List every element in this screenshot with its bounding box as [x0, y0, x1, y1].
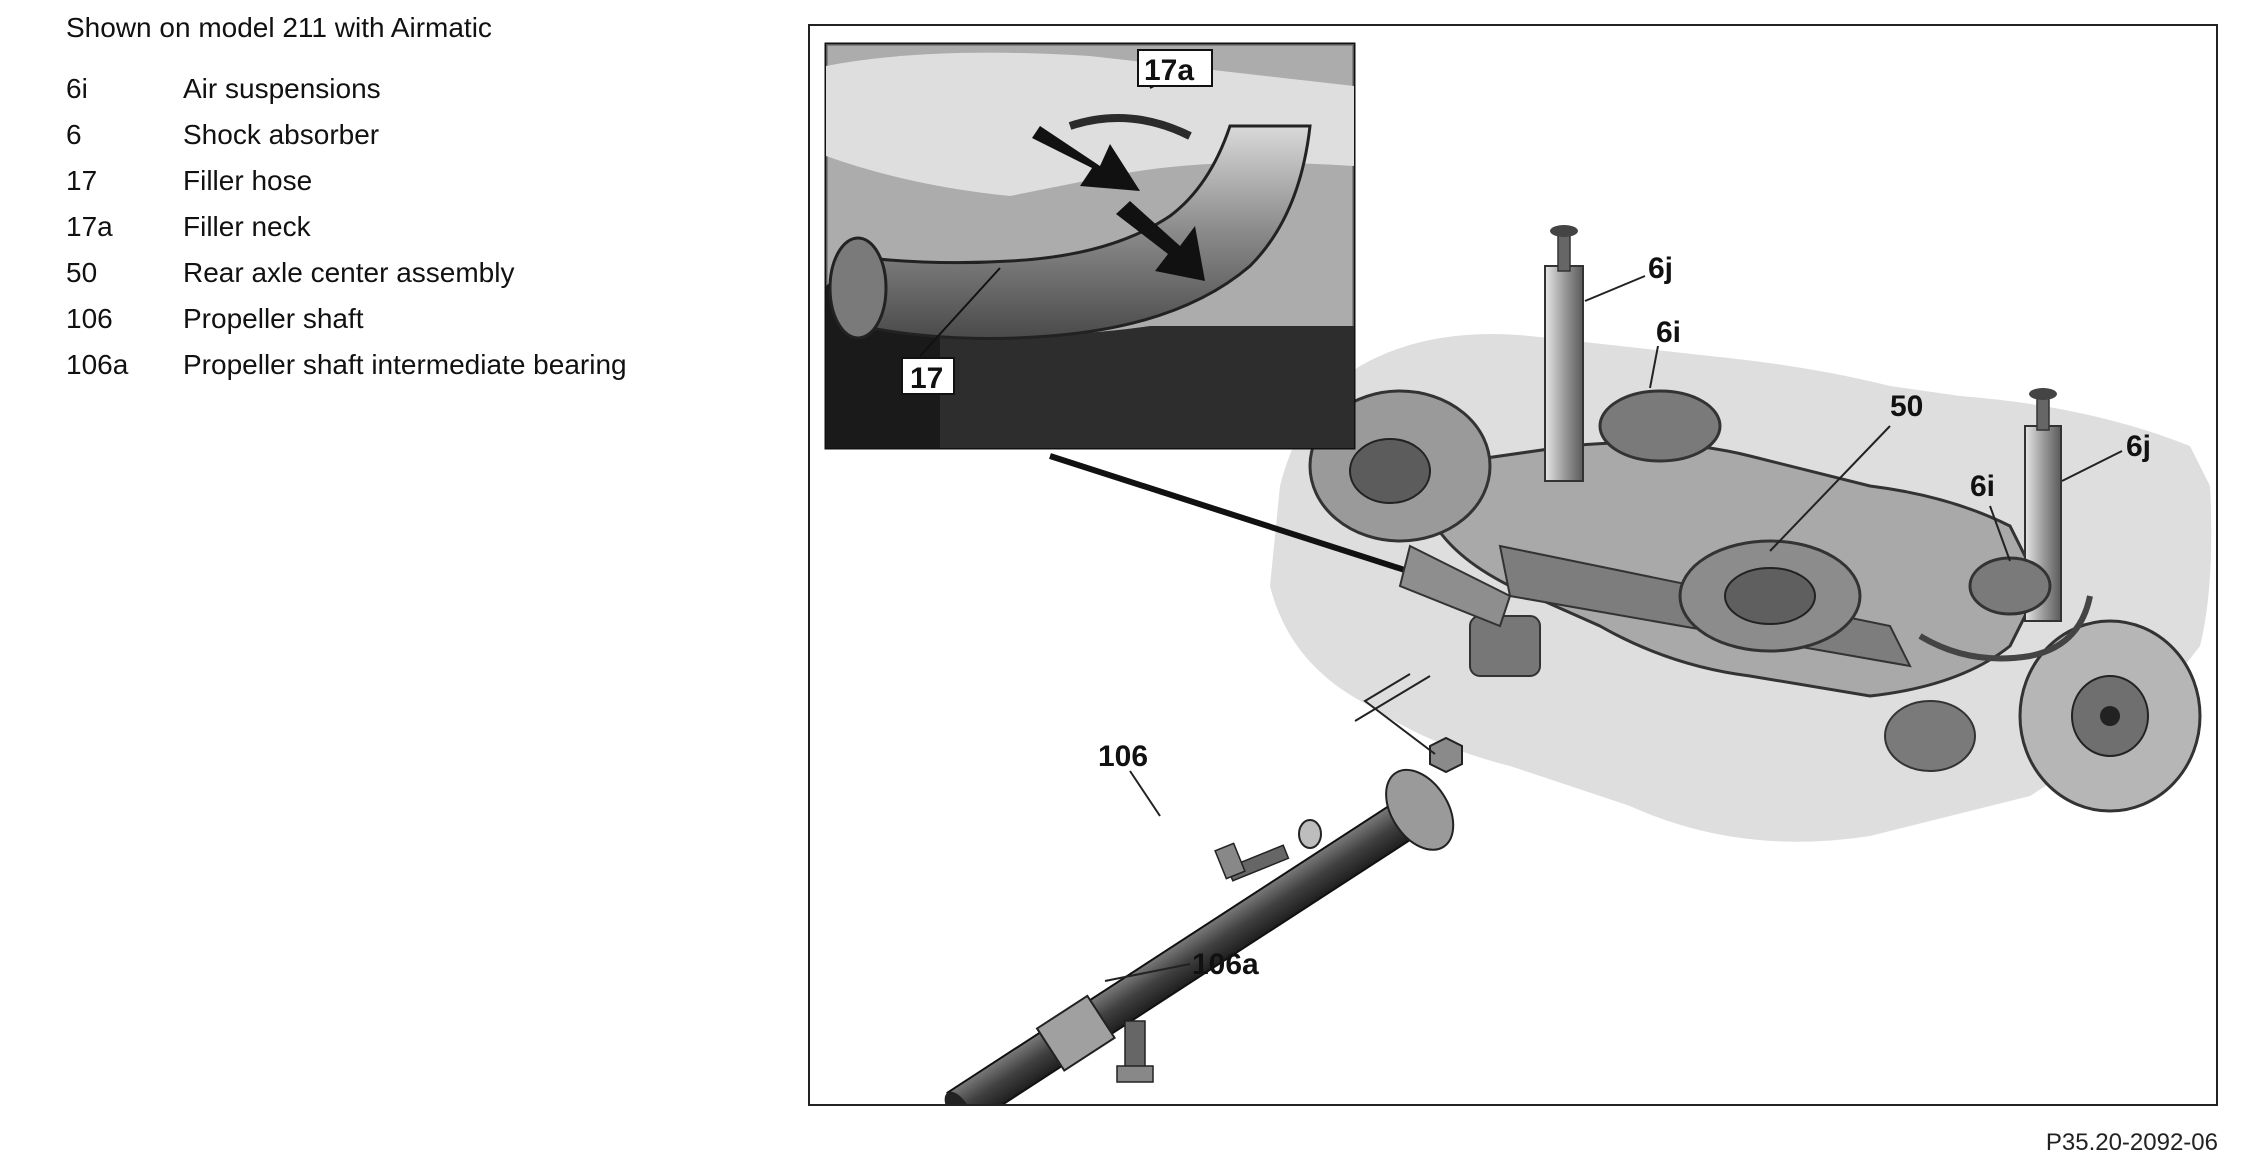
legend-item: 17a Filler neck: [66, 204, 766, 250]
filler-hose-clamp: [828, 236, 888, 340]
legend-item-description: Air suspensions: [183, 73, 381, 104]
legend-item-code: 6: [66, 119, 82, 150]
legend-title: Shown on model 211 with Airmatic: [66, 12, 492, 43]
legend-item: 106 Propeller shaft: [66, 296, 766, 342]
legend-item-description: Filler neck: [183, 211, 311, 242]
propeller-shaft: [944, 768, 1455, 1104]
leader-line: [1104, 963, 1191, 982]
callout-17: 17: [910, 362, 943, 395]
differential-cover: [1724, 567, 1816, 625]
filler-hose: [848, 124, 1312, 340]
leader-line: [2061, 450, 2123, 482]
flange-bolt: [1214, 842, 1290, 882]
legend-item-description: Shock absorber: [183, 119, 380, 150]
legend-item-code: 6i: [66, 73, 88, 104]
inset-connector-line: [1049, 453, 1471, 594]
right-shock-top-mount: [2029, 388, 2057, 400]
right-hub-nut: [2100, 706, 2120, 726]
callout-106: 106: [1098, 740, 1148, 773]
flange-nut: [1429, 736, 1463, 774]
callout-17a: 17a: [1144, 54, 1194, 87]
legend-item: 6 Shock absorber: [66, 112, 766, 158]
flange-washer: [1298, 819, 1322, 849]
legend-item-description: Propeller shaft: [183, 303, 364, 334]
legend-item-code: 50: [66, 257, 98, 288]
legend-item: 106a Propeller shaft intermediate bearin…: [66, 342, 766, 388]
callout-box: [901, 357, 955, 395]
arrow-icon: [1032, 126, 1140, 191]
legend-item: 17 Filler hose: [66, 158, 766, 204]
callout-6j-right: 6j: [2126, 430, 2151, 463]
legend-item-code: 106: [66, 303, 113, 334]
intermediate-bearing: [1035, 994, 1116, 1072]
legend: Shown on model 211 with Airmatic 6i Air …: [66, 8, 766, 388]
legend-item-description: Propeller shaft intermediate bearing: [183, 349, 627, 380]
propeller-flange: [1385, 768, 1455, 851]
left-hub-center: [1349, 438, 1431, 504]
legend-item-code: 106a: [66, 349, 129, 380]
leader-line: [1649, 345, 1659, 389]
inset-shadow-area: [826, 326, 1354, 448]
leader-line: [1129, 770, 1161, 817]
right-lower-bushing: [1884, 700, 1976, 772]
bearing-bolt: [1116, 1020, 1154, 1083]
figure-id: P35.20-2092-06: [2045, 1129, 2218, 1156]
legend-item-description: Rear axle center assembly: [183, 257, 515, 288]
legend-item: 6i Air suspensions: [66, 66, 766, 112]
callout-50: 50: [1890, 390, 1923, 423]
left-shock-strut: [1544, 265, 1584, 482]
callout-6i-right: 6i: [1970, 470, 1995, 503]
legend-item: 50 Rear axle center assembly: [66, 250, 766, 296]
legend-item-description: Filler hose: [183, 165, 313, 196]
air-line: [1918, 595, 2093, 662]
callout-6j-left: 6j: [1648, 252, 1673, 285]
leader-line: [1989, 505, 2011, 562]
technical-illustration: 17a 17 6j 6i 50 6j 6i 106 106a: [824, 42, 2212, 1104]
arrow-icon: [1116, 201, 1205, 281]
filler-neck: [1068, 114, 1192, 140]
figure-frame: 17a 17 6j 6i 50 6j 6i 106 106a: [808, 24, 2218, 1106]
callout-6i-left: 6i: [1656, 316, 1681, 349]
leader-line: [1584, 275, 1646, 302]
leader-line: [1363, 673, 1436, 755]
propeller-end: [944, 1091, 973, 1104]
differential-flange: [1469, 615, 1541, 677]
leader-line: [919, 267, 1001, 357]
right-air-spring: [1968, 556, 2052, 616]
left-shock-top-mount: [1550, 225, 1578, 237]
legend-item-code: 17a: [66, 211, 113, 242]
callout-106a: 106a: [1192, 948, 1259, 981]
leader-line: [1354, 675, 1431, 722]
inset-photo: [824, 42, 1356, 450]
left-lower-arm: [1398, 544, 1512, 628]
leader-line: [1769, 425, 1891, 552]
left-air-spring: [1598, 389, 1722, 463]
legend-item-code: 17: [66, 165, 98, 196]
callout-box: [1137, 49, 1213, 87]
